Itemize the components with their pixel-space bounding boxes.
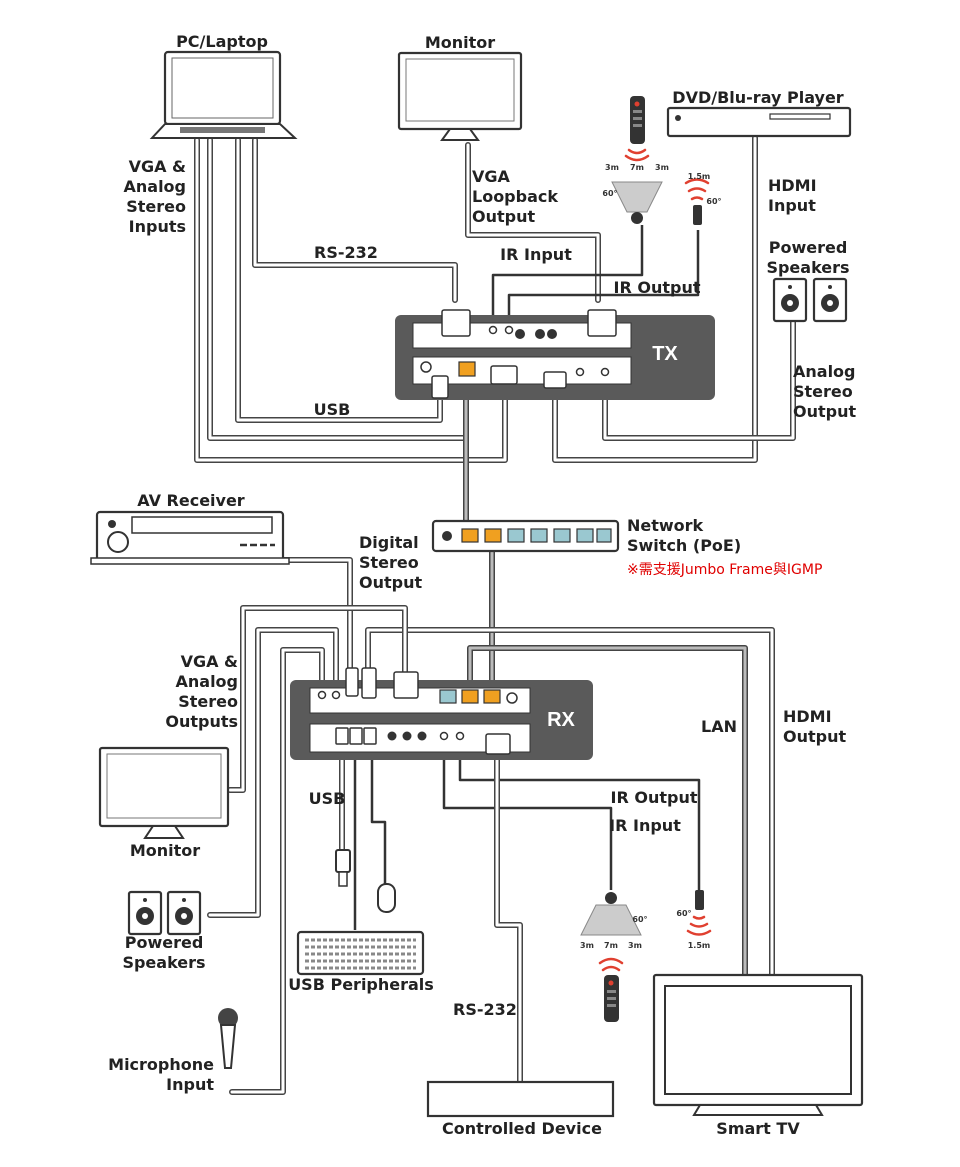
rx-label: RX	[547, 709, 575, 731]
ir-range-center: 7m	[630, 163, 644, 172]
usb-tx-label: USB	[314, 400, 351, 419]
microphone-icon	[218, 1008, 238, 1069]
ir-input-tx-label: IR Input	[500, 245, 572, 264]
usb-stick-icon	[335, 849, 351, 887]
smart-tv-label: Smart TV	[716, 1119, 800, 1138]
jumbo-frame-note: ※需支援Jumbo Frame與IGMP	[627, 562, 822, 578]
rs232-rx-label: RS-232	[453, 1000, 517, 1019]
ir-angle: 60°	[602, 189, 617, 198]
ir-output-tx-label: IR Output	[614, 278, 701, 297]
ir-receiver-tx-icon	[611, 181, 663, 224]
monitor-tx-label: Monitor	[425, 33, 495, 52]
network-switch-icon	[431, 519, 620, 553]
pc-laptop-icon	[149, 50, 298, 139]
av-receiver-icon	[90, 510, 290, 565]
ir-emitter-rx-icon	[686, 890, 712, 936]
rs232-tx-label: RS-232	[314, 243, 378, 262]
rx-emitter-angle: 60°	[676, 909, 691, 918]
tx-unit	[395, 309, 715, 400]
rx-ir-range-left: 3m	[580, 941, 594, 950]
remote-control-rx-icon	[598, 957, 624, 1022]
ir-receiver-rx-icon	[580, 892, 642, 936]
ir-range-left: 3m	[605, 163, 619, 172]
rx-emitter-range: 1.5m	[688, 941, 711, 950]
rx-ir-range-right: 3m	[628, 941, 642, 950]
speakers-rx-icon	[127, 890, 202, 936]
lan-label: LAN	[701, 717, 737, 736]
usb-rx-label: USB	[309, 789, 346, 808]
av-receiver-label: AV Receiver	[137, 491, 245, 510]
tx-label: TX	[652, 343, 678, 365]
pc-label: PC/Laptop	[176, 32, 268, 51]
dvd-label: DVD/Blu-ray Player	[672, 88, 843, 107]
rx-cables	[207, 537, 775, 1095]
emitter-angle: 60°	[706, 197, 721, 206]
rx-ir-angle: 60°	[632, 915, 647, 924]
remote-control-icon	[624, 96, 650, 162]
controlled-device-label: Controlled Device	[442, 1119, 602, 1138]
rx-unit	[290, 667, 593, 760]
rx-ir-range-center: 7m	[604, 941, 618, 950]
ir-output-rx-label: IR Output	[611, 788, 698, 807]
monitor-rx-label: Monitor	[130, 841, 200, 860]
ir-range-right: 3m	[655, 163, 669, 172]
monitor-rx-icon	[98, 746, 230, 839]
speakers-tx-icon	[772, 277, 848, 323]
monitor-tx-icon	[397, 51, 523, 141]
mouse-icon	[377, 883, 396, 913]
dvd-player-icon	[666, 106, 852, 138]
ir-emitter-tx-icon	[684, 178, 710, 225]
emitter-range: 1.5m	[688, 172, 711, 181]
controlled-device-icon	[426, 1080, 615, 1118]
ir-input-rx-label: IR Input	[609, 816, 681, 835]
keyboard-icon	[296, 930, 425, 976]
usb-peripherals-label: USB Peripherals	[288, 975, 434, 994]
smart-tv-icon	[652, 973, 864, 1116]
tx-cables	[194, 135, 796, 533]
